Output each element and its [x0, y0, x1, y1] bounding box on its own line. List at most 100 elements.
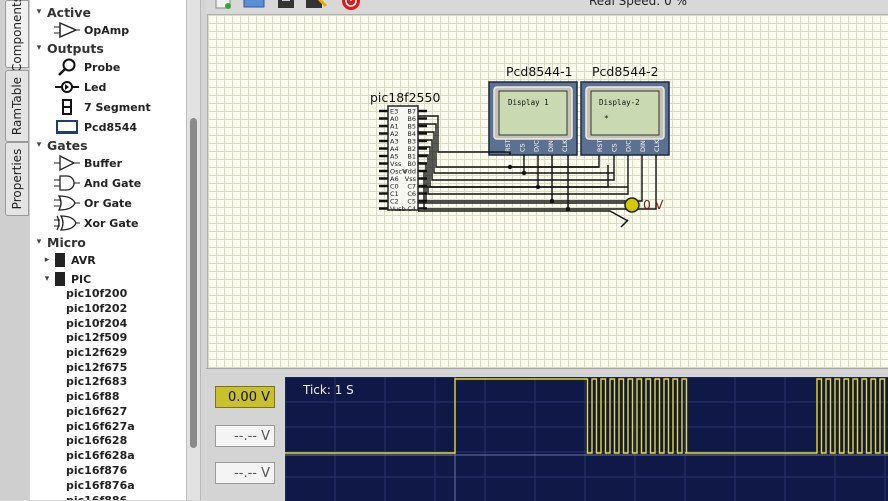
- or-gate-icon: [54, 194, 80, 212]
- scope-channel-3-voltage[interactable]: --.-- V: [215, 462, 275, 484]
- tree-item-label: Or Gate: [84, 196, 132, 210]
- power-stop-icon[interactable]: [342, 0, 360, 10]
- tree-item-label: pic16f628a: [66, 449, 135, 462]
- tree-category[interactable]: ▾Active: [34, 2, 91, 22]
- save-as-icon[interactable]: [306, 0, 328, 8]
- scope-channel-2-voltage[interactable]: --.-- V: [215, 425, 275, 447]
- tree-leaf-item[interactable]: pic16f88: [66, 389, 120, 404]
- mcu-pin-label: C2: [390, 197, 399, 205]
- tree-item-label: pic16f876: [66, 464, 128, 477]
- tab-components[interactable]: Components: [5, 0, 29, 72]
- tree-item[interactable]: Or Gate: [54, 193, 132, 213]
- collapse-arrow-icon[interactable]: ▾: [36, 43, 42, 53]
- mcu-pin-label: B2: [407, 145, 416, 153]
- tree-leaf-item[interactable]: pic16f876: [66, 463, 127, 478]
- mcu-pin-label: B6: [407, 115, 416, 123]
- pcd8544-1-module[interactable]: Display 1: [488, 81, 578, 156]
- tree-item[interactable]: 7 Segment: [54, 97, 151, 117]
- tree-item[interactable]: Probe: [54, 57, 120, 77]
- tick-label: Tick: 1 S: [303, 383, 354, 397]
- lcd2-display-cursor: *: [604, 114, 609, 123]
- panel-splitter[interactable]: [200, 0, 207, 500]
- lcd-pin-label: CS: [518, 143, 526, 152]
- tree-item-label: 7 Segment: [84, 100, 151, 114]
- tree-leaf-item[interactable]: pic16f886: [66, 493, 127, 500]
- seven-segment-icon: [54, 98, 80, 116]
- tree-leaf-item[interactable]: pic12f629: [66, 345, 127, 360]
- lcd-pin-label: D/C: [625, 140, 633, 152]
- collapse-arrow-icon[interactable]: ▾: [36, 140, 42, 150]
- tree-item[interactable]: Pcd8544: [54, 117, 137, 137]
- tree-item-label: Led: [84, 80, 107, 94]
- tree-leaf-item[interactable]: pic10f204: [66, 316, 127, 331]
- scope-channel-1-voltage[interactable]: 0.00 V: [215, 386, 275, 408]
- tree-item-label: pic10f204: [66, 317, 128, 330]
- pcd8544-2-module[interactable]: Display-2 *: [580, 81, 670, 156]
- tree-leaf-item[interactable]: pic12f683: [66, 374, 127, 389]
- tab-properties[interactable]: Properties: [5, 142, 29, 216]
- new-circuit-icon[interactable]: [215, 0, 231, 9]
- expand-arrow-icon[interactable]: ▸: [44, 255, 50, 265]
- mcu-pin-label: Vss: [405, 175, 417, 183]
- tree-subcategory[interactable]: ▸AVR: [42, 250, 96, 270]
- pic18f2550-chip[interactable]: [387, 105, 419, 211]
- tree-leaf-item[interactable]: pic16f627: [66, 404, 127, 419]
- toolbar: Real Speed: 0 %: [206, 0, 888, 14]
- voltage-probe[interactable]: 0 V: [620, 197, 664, 228]
- mcu-pin-label: Vdd: [403, 167, 416, 175]
- tree-item[interactable]: OpAmp: [54, 20, 129, 40]
- tree-scrollbar[interactable]: [186, 0, 201, 500]
- lcd-pin-label: DIN: [639, 140, 647, 152]
- tree-leaf-item[interactable]: pic10f202: [66, 301, 127, 316]
- tree-item[interactable]: And Gate: [54, 173, 141, 193]
- lcd-pin-label: CLK: [561, 139, 569, 152]
- tree-scrollbar-thumb[interactable]: [190, 118, 197, 448]
- tree-leaf-item[interactable]: pic16f627a: [66, 419, 135, 434]
- mcu-pin-label: Vusb: [390, 205, 406, 213]
- tree-leaf-item[interactable]: pic16f876a: [66, 478, 135, 493]
- tree-item-label: pic16f627: [66, 405, 128, 418]
- tree-subcategory[interactable]: ▾PIC: [42, 269, 91, 289]
- tab-ramtable[interactable]: RamTable: [5, 70, 29, 142]
- tree-item-label: pic16f88: [66, 390, 120, 403]
- wires: [418, 115, 657, 222]
- tree-leaf-item[interactable]: pic16f628: [66, 433, 127, 448]
- open-folder-icon[interactable]: [243, 0, 265, 8]
- tree-leaf-item[interactable]: pic10f200: [66, 286, 127, 301]
- tree-item[interactable]: Led: [54, 77, 106, 97]
- tree-item-label: Buffer: [84, 156, 123, 170]
- lcd1-display-text: Display 1: [508, 98, 549, 107]
- mcu-pin-label: A0: [390, 115, 399, 123]
- tree-item[interactable]: Xor Gate: [54, 213, 138, 233]
- mcu-pin-label: B5: [407, 122, 416, 130]
- mcu-pin-label: A1: [390, 122, 399, 130]
- tree-leaf-item[interactable]: pic12f509: [66, 330, 127, 345]
- tree-item-label: pic12f509: [66, 331, 128, 344]
- tree-item-label: pic10f202: [66, 302, 128, 315]
- expand-arrow-icon[interactable]: ▾: [44, 274, 50, 284]
- channel-1-trace: [285, 378, 888, 454]
- mcu-pin-label: C6: [407, 190, 416, 198]
- mcu-pin-label: C4: [407, 205, 416, 213]
- tree-leaf-item[interactable]: pic12f675: [66, 360, 127, 375]
- save-icon[interactable]: [278, 0, 294, 8]
- lcd2-display-text: Display-2: [599, 98, 640, 107]
- oscilloscope-display[interactable]: Tick: 1 S: [285, 377, 888, 501]
- tree-leaf-item[interactable]: pic16f628a: [66, 448, 135, 463]
- tree-item-label: pic16f886: [66, 494, 127, 500]
- tree-category[interactable]: ▾ Outputs: [34, 38, 104, 58]
- collapse-arrow-icon[interactable]: ▾: [36, 7, 42, 17]
- tree-item-label: Probe: [84, 60, 121, 74]
- tree-item-label: Gates: [47, 137, 88, 153]
- collapse-arrow-icon[interactable]: ▾: [36, 237, 42, 247]
- and-gate-icon: [54, 174, 80, 192]
- tree-category[interactable]: ▾ Gates: [34, 135, 88, 155]
- tree-item-label: Outputs: [47, 40, 104, 56]
- tree-item-label: Xor Gate: [84, 216, 139, 230]
- tree-category[interactable]: ▾Micro: [34, 232, 86, 252]
- lcd-pin-label: CS: [610, 143, 618, 152]
- mcu-pin-label: B4: [407, 130, 416, 138]
- tree-item[interactable]: Buffer: [54, 153, 122, 173]
- lcd2-name-label: Pcd8544-2: [592, 64, 659, 79]
